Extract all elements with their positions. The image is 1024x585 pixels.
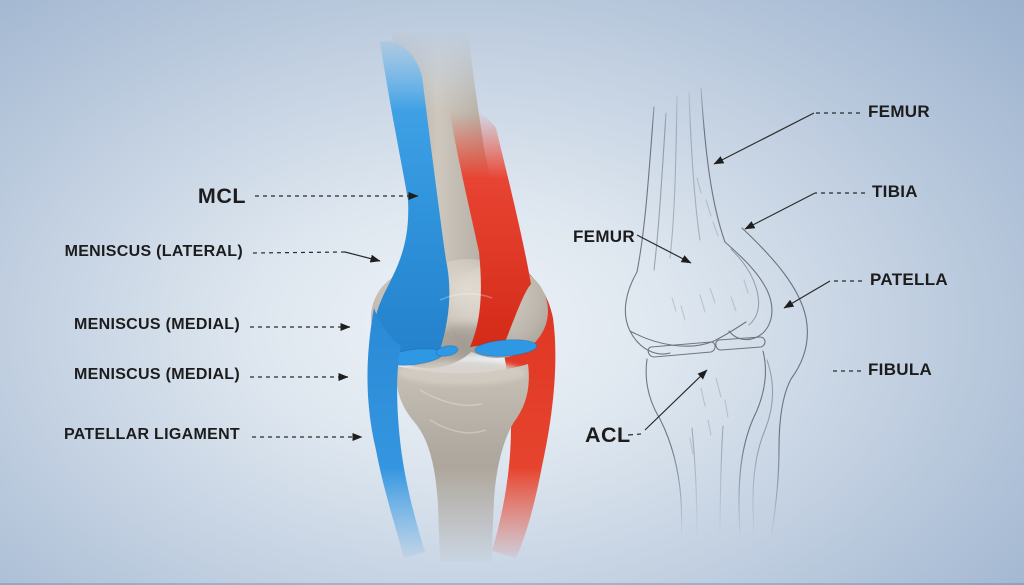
sketch-femur-inner-right — [688, 91, 701, 241]
leader-acl-dash — [627, 433, 642, 436]
label-patella: PATELLA — [870, 270, 948, 289]
sketch-outer-right-contour — [741, 227, 808, 543]
knee-line-sketch — [624, 87, 808, 551]
mcl-ligament-blue — [373, 41, 450, 360]
leader-meniscus-lateral-dash — [252, 251, 346, 254]
label-meniscus-medial-upper: MENISCUS (MEDIAL) — [74, 316, 240, 333]
label-meniscus-lateral: MENISCUS (LATERAL) — [64, 243, 243, 260]
label-fibula: FIBULA — [868, 360, 933, 379]
label-mcl: MCL — [197, 184, 246, 208]
label-patellar-ligament: PATELLAR LIGAMENT — [63, 426, 240, 443]
label-acl: ACL — [585, 423, 631, 447]
sketch-femur-inner-left — [653, 112, 667, 271]
tibia-bone-3d — [396, 364, 529, 562]
sketch-patella-inner — [730, 248, 760, 326]
sketch-trochlea — [629, 321, 747, 347]
leader-femur-sketch — [636, 234, 692, 264]
sketch-tibia-inner-left — [691, 427, 698, 549]
label-tibia: TIBIA — [872, 182, 918, 201]
tibia-plateau-highlight — [398, 361, 526, 385]
knee-3d-render — [367, 32, 556, 562]
sketch-fibula — [752, 359, 774, 549]
sketch-condyle-left — [624, 271, 671, 355]
menisci-blue — [384, 339, 538, 366]
sketch-patella-outline — [724, 241, 773, 341]
sketch-femur-right — [700, 87, 726, 243]
leader-tibia — [744, 192, 816, 230]
leader-lines — [250, 112, 865, 441]
sketch-meniscus-left — [647, 341, 716, 358]
leader-patella — [783, 280, 831, 309]
bottom-edge-line — [0, 583, 1024, 585]
sketch-tibia-inner-right — [719, 425, 724, 549]
leader-meniscus-lateral — [344, 251, 381, 263]
sketch-tibia-right — [738, 350, 766, 551]
leader-acl — [644, 369, 708, 431]
label-femur-sketch: FEMUR — [573, 227, 635, 246]
sketch-femur-mid — [669, 95, 678, 259]
bone-fiber-highlights — [419, 293, 493, 434]
patellar-ligament-blue — [367, 308, 425, 558]
label-femur-upper: FEMUR — [868, 102, 930, 121]
label-meniscus-medial-lower: MENISCUS (MEDIAL) — [74, 366, 240, 383]
sketch-hatching — [671, 177, 749, 455]
sketch-meniscus-right — [715, 336, 766, 351]
sketch-femur-outer-left — [636, 106, 655, 273]
leader-femur-upper — [713, 112, 815, 165]
lcl-ligament-red — [450, 109, 531, 347]
sketch-tibia-left — [645, 358, 683, 551]
